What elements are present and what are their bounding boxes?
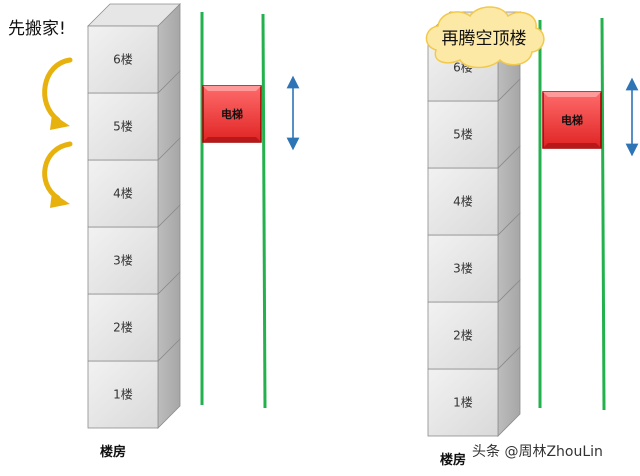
floor-label: 5楼 xyxy=(113,119,133,134)
left-building-label: 楼房 xyxy=(100,444,126,460)
right-shaft-line-right xyxy=(600,17,606,411)
floor-block: 4楼 xyxy=(87,137,181,228)
right-building-label: 楼房 xyxy=(440,452,466,468)
left-elevator-label: 电梯 xyxy=(221,107,243,121)
floor-label: 2楼 xyxy=(453,328,473,343)
floor-block: 4楼 xyxy=(427,145,521,236)
floor-label: 6楼 xyxy=(113,52,133,67)
left-callout-text: 先搬家! xyxy=(8,19,66,39)
floor-label: 3楼 xyxy=(113,253,133,268)
floor-label: 4楼 xyxy=(113,186,133,201)
watermark: 头条 @周林ZhouLin xyxy=(472,443,603,460)
floor-label: 1楼 xyxy=(453,395,473,410)
floor-label: 5楼 xyxy=(453,127,473,142)
curved-arrow-icon xyxy=(42,141,73,208)
floor-label: 1楼 xyxy=(113,387,133,402)
right-elevator-label: 电梯 xyxy=(561,113,583,127)
cloud-callout-icon: 再腾空顶楼 xyxy=(425,6,545,69)
floor-block: 3楼 xyxy=(87,204,181,295)
left-elevator-car: 电梯 xyxy=(202,85,262,143)
floor-block: 2楼 xyxy=(87,271,181,362)
right-callout-text: 再腾空顶楼 xyxy=(442,29,527,49)
floor-label: 2楼 xyxy=(113,320,133,335)
floor-label: 4楼 xyxy=(453,194,473,209)
left-shaft-line-right xyxy=(261,13,267,409)
floor-block: 3楼 xyxy=(427,212,521,303)
floor-block: 5楼 xyxy=(87,70,181,161)
floor-block: 1楼 xyxy=(87,338,181,429)
floor-label: 3楼 xyxy=(453,261,473,276)
left-scene: 先搬家! 1楼 2楼 3楼 4楼 5楼 6楼 电梯 楼房 xyxy=(8,3,300,460)
floor-block: 6楼 xyxy=(87,3,181,94)
floor-block: 1楼 xyxy=(427,346,521,437)
right-elevator-car: 电梯 xyxy=(542,91,602,149)
floor-block: 5楼 xyxy=(427,78,521,169)
left-building: 1楼 2楼 3楼 4楼 5楼 6楼 xyxy=(87,3,181,429)
curved-arrow-icon xyxy=(42,57,73,130)
